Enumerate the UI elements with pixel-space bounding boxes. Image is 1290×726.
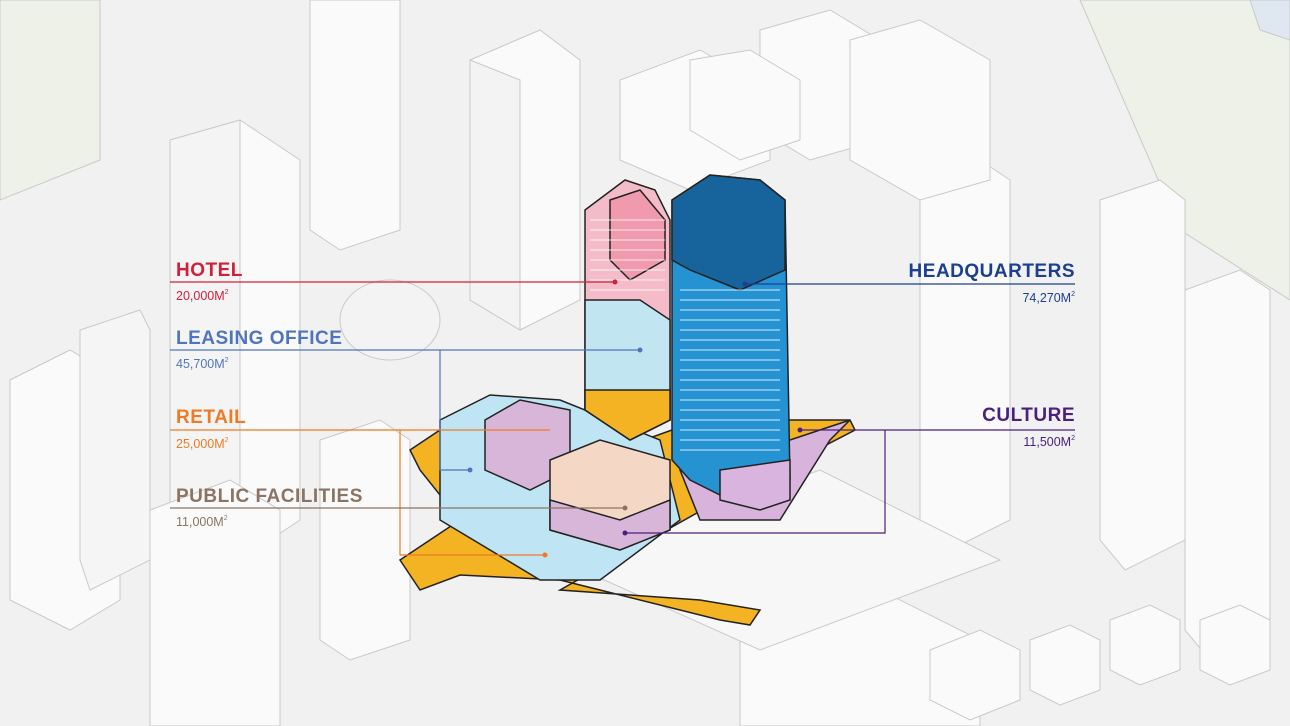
leasing-area-value: 45,700M bbox=[176, 357, 225, 371]
headquarters-area: 74,270M2 bbox=[1022, 288, 1075, 305]
leasing-office-area: 45,700M2 bbox=[176, 354, 229, 371]
leasing-office-label: LEASING OFFICE bbox=[176, 328, 343, 349]
unit-superscript: 2 bbox=[223, 515, 228, 522]
hq-area-value: 74,270M bbox=[1022, 291, 1072, 305]
hotel-area-value: 20,000M bbox=[176, 289, 225, 303]
culture-area: 11,500M2 bbox=[1023, 432, 1075, 449]
public-facilities-area: 11,000M2 bbox=[176, 512, 228, 529]
hotel-area: 20,000M2 bbox=[176, 286, 229, 303]
public-area-value: 11,000M bbox=[176, 515, 224, 529]
hotel-label: HOTEL bbox=[176, 260, 243, 281]
headquarters-tower bbox=[671, 174, 791, 511]
leader-lines bbox=[170, 281, 1075, 556]
hotel-tower bbox=[584, 179, 671, 441]
unit-superscript: 2 bbox=[224, 289, 229, 296]
unit-superscript: 2 bbox=[224, 357, 229, 364]
retail-area: 25,000M2 bbox=[176, 434, 229, 451]
retail-label: RETAIL bbox=[176, 407, 247, 428]
leader-dots bbox=[467, 279, 803, 558]
public-facilities-box bbox=[549, 439, 671, 551]
floor-lines bbox=[590, 219, 780, 451]
culture-area-value: 11,500M bbox=[1023, 435, 1072, 449]
headquarters-label: HEADQUARTERS bbox=[908, 261, 1075, 282]
public-facilities-label: PUBLIC FACILITIES bbox=[176, 486, 363, 507]
unit-superscript: 2 bbox=[1071, 435, 1075, 442]
retail-area-value: 25,000M bbox=[176, 437, 225, 451]
culture-label: CULTURE bbox=[982, 405, 1075, 426]
unit-superscript: 2 bbox=[1071, 291, 1075, 298]
unit-superscript: 2 bbox=[224, 437, 229, 444]
